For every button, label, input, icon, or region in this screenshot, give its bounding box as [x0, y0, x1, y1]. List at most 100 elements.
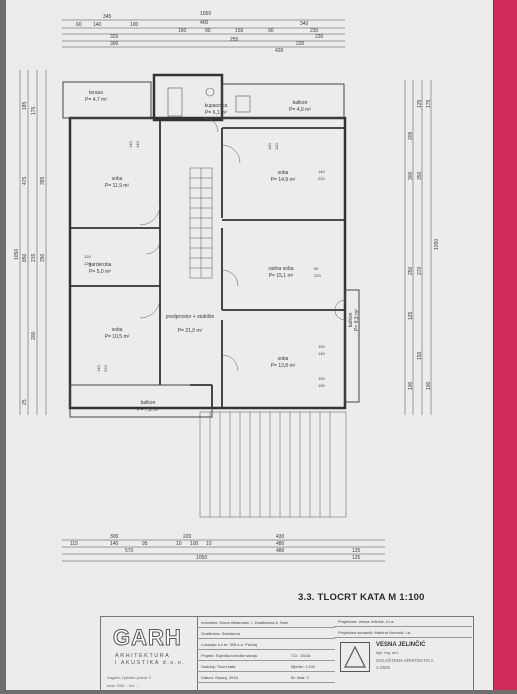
dim-label: 140 — [110, 541, 119, 547]
room-area: P= 8,9 m² — [354, 309, 360, 331]
dim-label: 175 — [31, 106, 37, 115]
firm-logo: GARH ARHITEKTURA I AKUSTIKA d.o.o. Zagre… — [101, 617, 198, 693]
opening-dim: 140 — [267, 143, 272, 150]
dim-label: 420 — [275, 48, 284, 54]
dim-label: 100 — [408, 381, 414, 390]
room-area: P= 10,5 m² — [105, 334, 130, 340]
dim-label: 140 — [93, 22, 102, 28]
dim-label: 1050 — [14, 249, 20, 260]
opening-dim: 90 — [314, 266, 319, 271]
dim-label: 125 — [352, 548, 361, 554]
drawing-sheet — [6, 0, 494, 690]
opening-dim: 140 — [135, 141, 140, 148]
dim-label: 480 — [276, 541, 285, 547]
plan-title: 3.3. TLOCRT KATA M 1:100 — [298, 592, 425, 603]
dim-label: 185 — [22, 101, 28, 110]
room-name: balkon — [141, 400, 156, 406]
room-area: P= 4,7 m² — [85, 97, 107, 103]
signer-number: A 2826 — [376, 665, 391, 670]
room-labels: terasa P= 4,7 m² kupaonica P= 6,1 m² bal… — [85, 90, 360, 413]
dim-label: 125 — [408, 311, 414, 320]
tb-list: Br. lista: 3 — [287, 672, 335, 683]
room-name: balkon — [348, 312, 354, 327]
dim-label: 250 — [40, 253, 46, 262]
opening-dim: 120 — [84, 261, 91, 266]
dim-top-labels: 345 1050 340 60 140 100 160 90 155 90 23… — [76, 11, 324, 54]
dim-label: 1050 — [434, 239, 440, 250]
dim-label: 10 — [206, 541, 212, 547]
room-area: P= 14,9 m² — [271, 177, 296, 183]
dim-top — [62, 19, 345, 48]
dim-label: 300 — [110, 41, 119, 47]
room-name: radna soba — [268, 266, 293, 272]
dim-label: 205 — [408, 131, 414, 140]
room-name: soba — [112, 176, 123, 182]
tb-lokacija: Lokacija: k.č.br. 308 k.o. Pečvaj — [197, 639, 335, 650]
dim-label: 230 — [310, 28, 319, 34]
dim-label: 125 — [352, 555, 361, 561]
tb-td: T.D.: 15/18 — [287, 650, 335, 661]
room-area: P= 7,8 m² — [137, 407, 159, 413]
tb-gradevina: Građevina: Stambena — [197, 628, 335, 639]
opening-dim: 140 — [128, 141, 133, 148]
dim-label: 1050 — [196, 555, 207, 561]
dim-label: 90 — [205, 28, 211, 34]
tb-projektant: Projektant: Vesna Jelinčić, d.i.a. — [334, 616, 472, 627]
dim-label: 340 — [300, 21, 309, 27]
firm-contact: mob: 098 ... tel: ... — [107, 683, 140, 688]
opening-dim: 100 — [318, 383, 325, 388]
dim-label: 1050 — [200, 11, 211, 17]
tb-datum: Datum: Srpanj, 2018. — [197, 672, 287, 683]
interior-walls — [70, 118, 345, 408]
dim-label: 100 — [130, 22, 139, 28]
opening-dim: 140 — [274, 143, 279, 150]
dim-label: 300 — [408, 171, 414, 180]
dim-label: 155 — [235, 28, 244, 34]
signer-license: OVLAŠTENA ARHITEKTICA — [376, 658, 434, 663]
room-name: soba — [278, 356, 289, 362]
stamp-icon — [340, 642, 370, 672]
room-area: P= 6,1 m² — [205, 110, 227, 116]
dim-right-labels: 125 175 205 300 350 250 1050 270 125 100… — [408, 99, 440, 390]
tb-investor: Investitor: Davor Belamarić, I. Draškovi… — [197, 617, 335, 628]
logo-line: ARHITEKTURA — [115, 653, 171, 659]
doors — [139, 117, 346, 372]
dim-label: 395 — [40, 176, 46, 185]
bathroom-fixtures — [167, 87, 251, 117]
dim-bottom — [62, 539, 385, 562]
dim-label: 200 — [31, 331, 37, 340]
room-name: soba — [278, 170, 289, 176]
dim-label: 10 — [176, 541, 182, 547]
dim-label: 270 — [417, 266, 423, 275]
opening-dim: 220 — [103, 365, 108, 372]
room-name: kupaonica — [205, 103, 228, 109]
dim-label: 350 — [417, 171, 423, 180]
room-name: terasa — [89, 90, 103, 96]
dim-label: 175 — [426, 99, 432, 108]
room-area: P= 4,0 m² — [289, 107, 311, 113]
dim-label: 220 — [296, 41, 305, 47]
dim-left — [19, 70, 47, 415]
dim-label: 220 — [183, 534, 192, 540]
dim-label: 850 — [22, 253, 28, 262]
room-area: P= 11,9 m² — [105, 183, 130, 189]
opening-dim: 100 — [318, 344, 325, 349]
signer-title: dipl. ing. arh. — [376, 650, 399, 655]
tb-projekt: Projekt: Svjedba izvedbe stanja — [197, 650, 287, 661]
firm-address: Zagreb, Ljubićin prolaz 3 — [107, 675, 151, 680]
logo-mark: GARH — [113, 625, 182, 651]
dim-label: 215 — [31, 253, 37, 262]
opening-dim: 100 — [318, 376, 325, 381]
opening-dim: 140 — [96, 365, 101, 372]
dim-label: 345 — [103, 14, 112, 20]
room-area: P= 5,0 m² — [89, 269, 111, 275]
room-name: balkon — [293, 100, 308, 106]
dim-right — [404, 80, 432, 415]
opening-dim: 140 — [318, 169, 325, 174]
dim-bottom-labels: 300 220 430 115 140 95 10 100 10 480 125… — [70, 534, 361, 561]
tb-suradnik: Projektant suradnik: Martina Horvatić, i… — [334, 627, 472, 638]
dim-label: 95 — [142, 541, 148, 547]
signer-name: VESNA JELINČIĆ — [376, 642, 426, 648]
dim-label: 325 — [110, 34, 119, 40]
